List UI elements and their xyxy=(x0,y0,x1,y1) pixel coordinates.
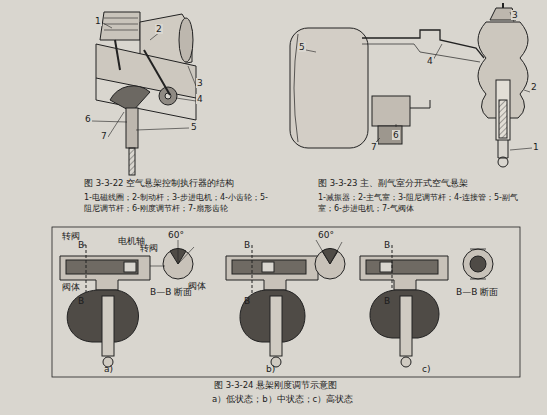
figure-caption: 图 3-3-23 主、副气室分开式空气悬架 xyxy=(318,179,468,189)
section-mark: B xyxy=(244,240,250,250)
callout-number: 7 xyxy=(100,131,108,141)
section-label: B—B 断面 xyxy=(456,287,498,297)
section-mark: B xyxy=(78,240,84,250)
figure-caption: 图 3-3-24 悬架刚度调节示意图 xyxy=(214,381,337,391)
low-state-figure xyxy=(60,240,194,367)
section-mark: B xyxy=(384,296,390,306)
callout-number: 4 xyxy=(196,94,204,104)
angle-label: 60° xyxy=(318,230,334,240)
actuator-figure xyxy=(92,12,196,175)
callout-number: 3 xyxy=(196,78,204,88)
angle-label: 60° xyxy=(168,230,184,240)
section-label: B—B 断面 xyxy=(150,287,192,297)
callout-number: 1 xyxy=(94,16,102,26)
middle-state-figure xyxy=(226,240,345,367)
part-label: 阀体 xyxy=(62,282,80,292)
callout-number: 7 xyxy=(370,142,378,152)
panel-label: a) xyxy=(104,364,113,374)
section-mark: B xyxy=(244,296,250,306)
callout-number: 1 xyxy=(532,142,540,152)
part-label: 转阀 xyxy=(62,231,80,241)
callout-number: 2 xyxy=(530,82,538,92)
section-mark: B xyxy=(78,296,84,306)
air-suspension-figure xyxy=(290,3,532,167)
callout-number: 5 xyxy=(190,122,198,132)
callout-number: 2 xyxy=(155,24,163,34)
panel-label: c) xyxy=(422,364,430,374)
section-mark: B xyxy=(384,240,390,250)
callout-number: 3 xyxy=(511,10,519,20)
panel-label: b) xyxy=(266,364,275,374)
figure-legend: 1-减振器；2-主气室；3-阻尼调节杆；4-连接管；5-副气室；6-步进电机；7… xyxy=(318,192,533,214)
figure-caption: a）低状态；b）中状态；c）高状态 xyxy=(212,395,353,405)
callout-number: 6 xyxy=(84,114,92,124)
high-state-figure xyxy=(360,245,493,367)
figure-caption: 图 3-3-22 空气悬架控制执行器的结构 xyxy=(84,179,234,189)
callout-number: 4 xyxy=(426,56,434,66)
callout-number: 6 xyxy=(392,130,400,140)
part-label: 转阀 xyxy=(140,243,158,253)
figure-legend: 1-电磁线圈；2-制动杆；3-步进电机；4-小齿轮；5-阻尼调节杆；6-刚度调节… xyxy=(84,192,274,214)
callout-number: 5 xyxy=(298,42,306,52)
